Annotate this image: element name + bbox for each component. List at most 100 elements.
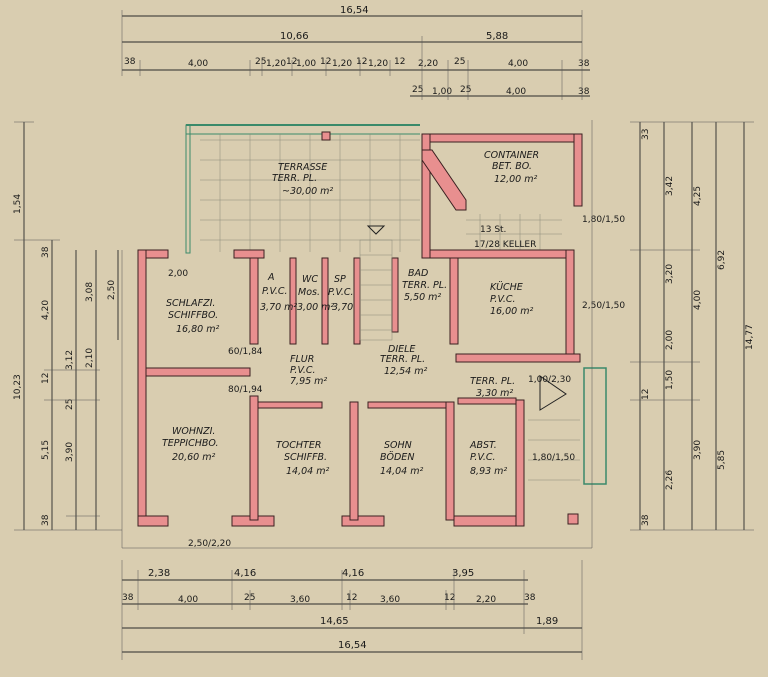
container-area: 12,00 m² [494, 174, 537, 185]
dim-bottom-main: 14,65 [320, 616, 349, 627]
dim-right-mid: 6,92 [717, 250, 727, 270]
dim-bottom-seg: 4,16 [342, 568, 364, 579]
tochter-area: 14,04 m² [286, 466, 329, 477]
opening-note: 1,80/1,50 [532, 453, 575, 463]
wc-area: 3,00 m² [297, 302, 334, 313]
dim-right-inner: 3,90 [693, 440, 703, 460]
terrace-floor: TERR. PL. [272, 173, 317, 184]
dim-right-small: 38 [641, 514, 651, 526]
dim-right-inner: 4,25 [693, 186, 703, 206]
container-floor: BET. BO. [492, 161, 532, 172]
opening-note: 2,50/1,50 [582, 301, 625, 311]
dim-right-outer: 14,77 [745, 324, 755, 350]
dim-left-outer: 1,54 [13, 194, 23, 214]
dim-left-small: 25 [65, 399, 75, 410]
diele-label: DIELE [388, 344, 415, 355]
dim-right-inner2: 3,20 [665, 264, 675, 284]
dim-top-total: 16,54 [340, 5, 369, 16]
left-dimensions: 1,54 10,23 4,20 5,15 3,12 3,90 3,08 2,10… [13, 121, 122, 531]
frame-guides [121, 120, 593, 549]
terrace-label: TERRASSE [278, 162, 327, 173]
dim-bottom-seg2: 2,20 [476, 595, 496, 605]
dim-bottom-seg: 3,95 [452, 568, 474, 579]
dim-bottom-seg2: 38 [122, 593, 134, 603]
dim-top-seg: 25 [255, 57, 266, 67]
dim-top-seg: 12 [320, 57, 331, 67]
dim-right-small: 12 [641, 389, 651, 400]
bad-label: BAD [408, 268, 428, 279]
right-dimensions: 14,77 6,92 5,85 4,25 4,00 3,90 3,42 3,20… [630, 121, 755, 531]
opening-note: 60/1,84 [228, 347, 263, 357]
dim-bottom-seg2: 12 [444, 593, 455, 603]
opening-note: 80/1,94 [228, 385, 263, 395]
dim-right-inner2: 2,26 [665, 470, 675, 490]
sp-area: 3,70 [332, 302, 353, 313]
terrpl-label: TERR. PL. [470, 376, 515, 387]
dim-top-seg: 12 [394, 57, 405, 67]
dim-top-seg: 12 [286, 57, 297, 67]
dim-top-seg2: 25 [460, 85, 471, 95]
dim-left-mid: 4,20 [41, 300, 51, 320]
sohn-label: SOHN [384, 440, 412, 451]
dim-left-inner2: 2,10 [85, 348, 95, 368]
tochter-floor: SCHIFFB. [284, 452, 327, 463]
dim-top-seg2: 38 [578, 87, 590, 97]
opening-note: 1,00/2,30 [528, 375, 571, 385]
dim-top-seg2: 1,00 [432, 87, 452, 97]
keller-label: 17/28 KELLER [474, 240, 536, 250]
kueche-floor: P.V.C. [490, 294, 516, 305]
dim-top-seg: 1,00 [296, 59, 316, 69]
dim-left-small: 12 [41, 373, 51, 384]
dim-bottom-seg: 4,16 [234, 568, 256, 579]
dim-left-outer: 10,23 [13, 374, 23, 400]
diele-floor: TERR. PL. [380, 354, 425, 365]
opening-notes: 1,80/1,50 2,50/1,50 1,80/1,50 2,50/2,20 … [168, 215, 625, 549]
dim-right-inner2: 3,42 [665, 176, 675, 196]
flur-area: 7,95 m² [290, 376, 327, 387]
dim-top-seg: 38 [578, 59, 590, 69]
kueche-area: 16,00 m² [490, 306, 533, 317]
bad-area: 5,50 m² [404, 292, 441, 303]
dim-top-seg2: 25 [412, 85, 423, 95]
dim-bottom-seg2: 3,60 [290, 595, 310, 605]
terrace: TERRASSE TERR. PL. ~30,00 m² [185, 124, 420, 254]
dim-top-seg: 1,20 [332, 59, 352, 69]
dim-top-seg: 1,20 [266, 59, 286, 69]
dim-top-seg: 38 [124, 57, 136, 67]
wc-floor: Mos. [298, 287, 320, 298]
dim-top-seg: 4,00 [508, 59, 528, 69]
dim-right-small: 33 [641, 129, 651, 140]
schlafzi-label: SCHLAFZI. [166, 298, 215, 309]
dim-left-inner: 3,12 [65, 350, 75, 370]
terrpl-area: 3,30 m² [476, 388, 513, 399]
abst-label: ABST. [469, 440, 497, 451]
tochter-label: TOCHTER [276, 440, 321, 451]
sohn-area: 14,04 m² [380, 466, 423, 477]
dim-left-inner2: 3,08 [85, 282, 95, 302]
dim-top-seg: 25 [454, 57, 465, 67]
dim-bottom-seg2: 4,00 [178, 595, 198, 605]
dim-bottom-seg: 2,38 [148, 568, 170, 579]
container-room: CONTAINER BET. BO. 12,00 m² 13 St. 17/28… [421, 133, 583, 259]
abst-area: 8,93 m² [470, 466, 507, 477]
dim-top-seg: 4,00 [188, 59, 208, 69]
dim-top-left: 10,66 [280, 31, 309, 42]
dim-top-seg2: 4,00 [506, 87, 526, 97]
sohn-floor: BÖDEN [380, 452, 414, 463]
dim-bottom-total: 16,54 [338, 640, 367, 651]
dim-top-seg: 2,20 [418, 59, 438, 69]
interior-walls [145, 257, 517, 521]
diele-stair [359, 225, 393, 341]
dim-bottom-seg2: 12 [346, 593, 357, 603]
schlafzi-area: 16,80 m² [176, 324, 219, 335]
dim-top-seg: 1,20 [368, 59, 388, 69]
dim-left-small: 38 [41, 514, 51, 526]
dim-right-inner2: 1,50 [665, 370, 675, 390]
dim-left-mid: 5,15 [41, 440, 51, 460]
wohnzi-area: 20,60 m² [172, 452, 215, 463]
kueche-label: KÜCHE [490, 282, 523, 293]
sp-label: SP [334, 274, 346, 285]
dim-right-mid: 5,85 [717, 450, 727, 470]
dim-bottom-seg2: 25 [244, 593, 255, 603]
